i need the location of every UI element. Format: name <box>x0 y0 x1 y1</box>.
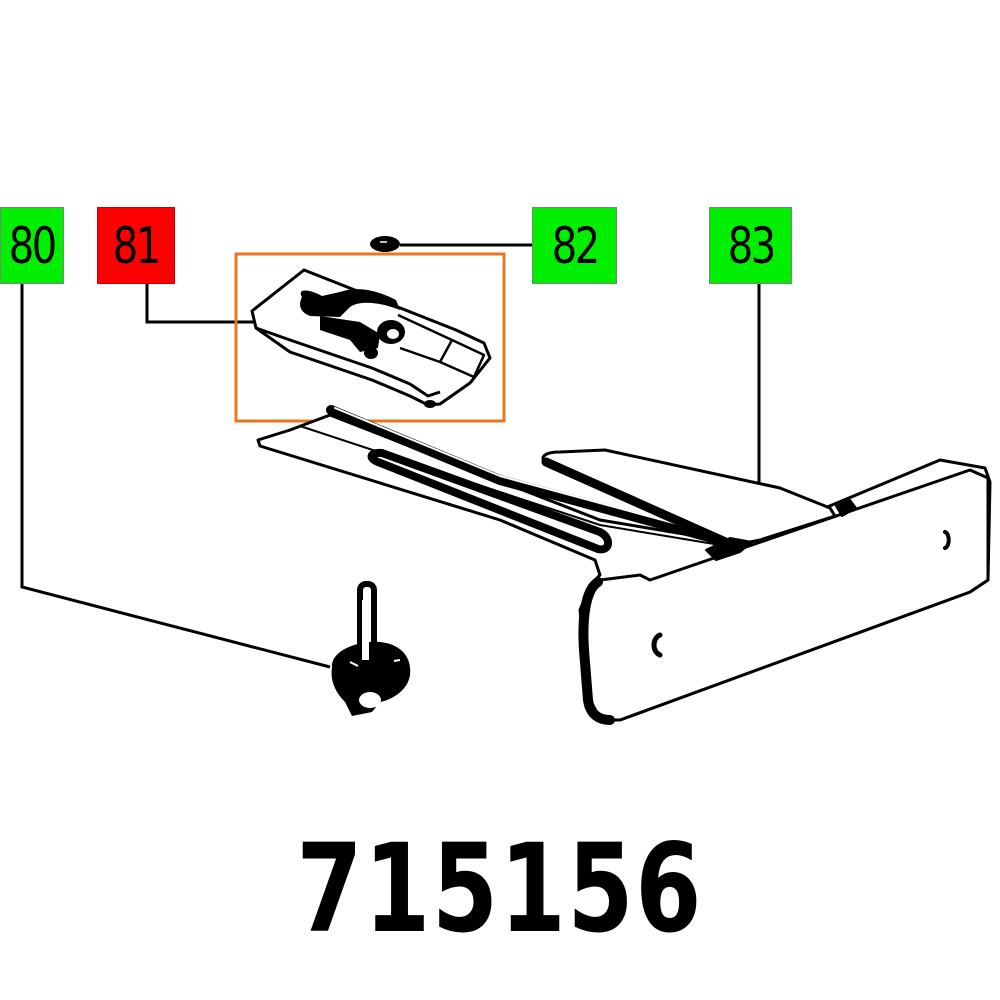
callout-80-label: 80 <box>8 216 57 275</box>
washer-part[interactable] <box>370 236 400 252</box>
callout-81[interactable]: 81 <box>97 207 175 284</box>
slider-clamp-part[interactable] <box>250 268 492 408</box>
callout-80[interactable]: 80 <box>0 207 64 284</box>
leader-line-80 <box>20 284 331 669</box>
parallel-guide-part[interactable] <box>256 405 992 725</box>
leader-line-81 <box>145 284 258 324</box>
callout-83-label: 83 <box>727 216 775 275</box>
part-number-text: 715156 <box>296 818 704 960</box>
knob-screw-part[interactable] <box>331 581 411 716</box>
callout-81-label: 81 <box>112 216 161 275</box>
callout-82[interactable]: 82 <box>532 207 617 284</box>
part-number: 715156 <box>0 818 1000 960</box>
callout-83[interactable]: 83 <box>709 207 792 284</box>
callout-82-label: 82 <box>551 216 599 275</box>
